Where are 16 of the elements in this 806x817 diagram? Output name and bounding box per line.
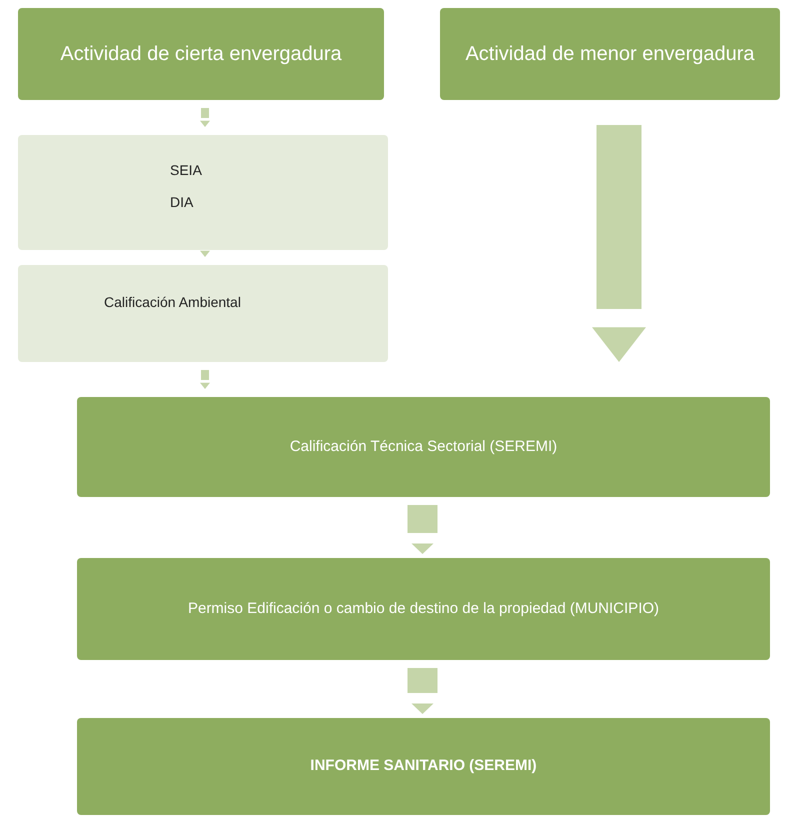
box-label: SEIA xyxy=(170,161,203,180)
box-label: DIA xyxy=(170,193,194,212)
box-label: Calificación Ambiental xyxy=(104,293,242,312)
step-box xyxy=(18,135,388,250)
arrow xyxy=(200,250,210,257)
box-label: Actividad de menor envergadura xyxy=(465,42,755,67)
process-box xyxy=(77,718,770,815)
box-label: Permiso Edificación o cambio de destino de la propiedad (MUNICIPIO) xyxy=(188,599,660,619)
box-label: Actividad de cierta envergadura xyxy=(60,42,342,67)
box-label: INFORME SANITARIO (SEREMI) xyxy=(310,756,537,776)
process-box xyxy=(440,8,780,100)
step-box xyxy=(18,265,388,362)
box-label: Calificación Técnica Sectorial (SEREMI) xyxy=(290,437,558,457)
process-box xyxy=(77,397,770,497)
process-box xyxy=(18,8,384,100)
process-box xyxy=(77,558,770,660)
